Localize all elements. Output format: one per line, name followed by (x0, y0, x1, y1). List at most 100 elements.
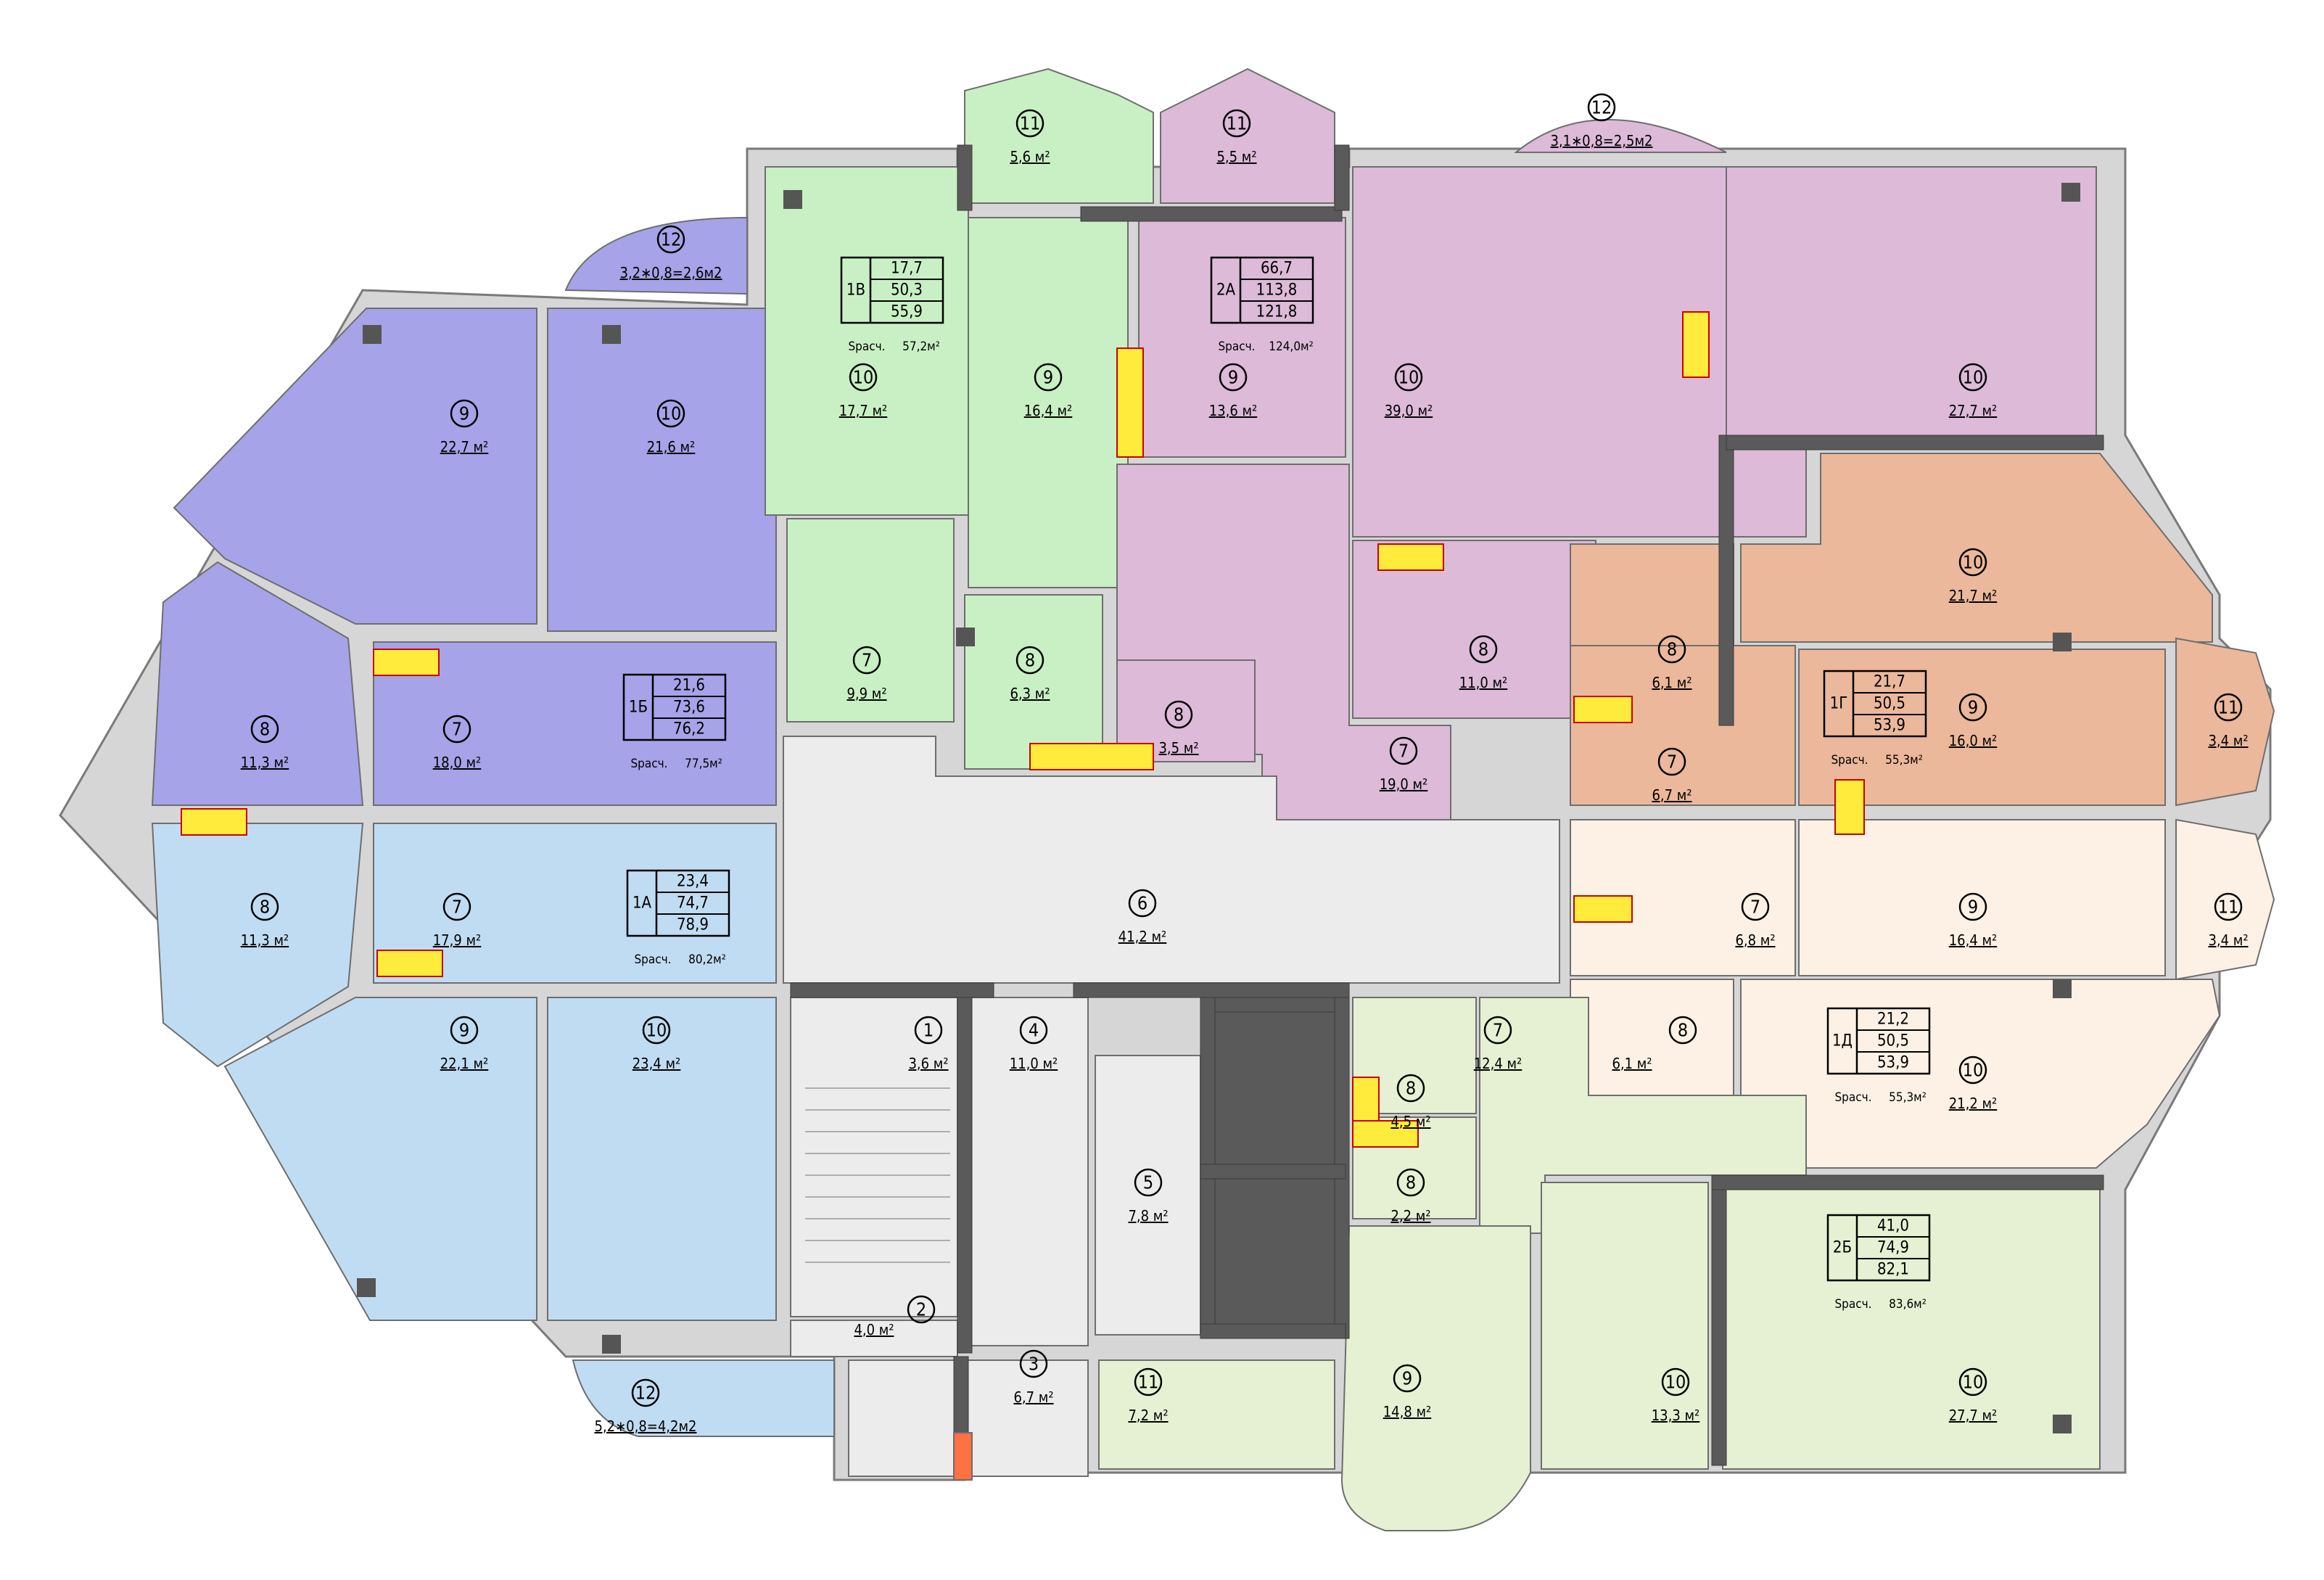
room-area: 9,9 м² (846, 685, 886, 702)
calc-area-value: 77,5м² (685, 757, 722, 771)
room-common-4 (968, 997, 1089, 1346)
room-2B-9 (1340, 1225, 1531, 1531)
room-number: 1 (923, 1020, 934, 1041)
room-label: 811,3 м² (241, 715, 289, 771)
room-2A-11 (1160, 67, 1335, 204)
apartment-area-value: 74,9 (1877, 1239, 1909, 1257)
room-label: 719,0 м² (1380, 736, 1428, 793)
room-number: 8 (1025, 650, 1035, 671)
room-label: 82,2 м² (1390, 1168, 1431, 1225)
room-number: 12 (635, 1383, 656, 1404)
room-area: 16,4 м² (1024, 402, 1073, 419)
room-1G-10 (1740, 453, 2213, 643)
room-area: 16,4 м² (1949, 931, 1998, 949)
room-number-circle (250, 892, 279, 921)
apartment-label: 1Г (1830, 695, 1848, 713)
room-label: 86,1 м² (1612, 1016, 1697, 1072)
room-number: 8 (260, 719, 270, 740)
apartment-area-value: 82,1 (1877, 1261, 1909, 1279)
room-number: 6 (1137, 893, 1147, 914)
calc-area-value: 83,6м² (1889, 1297, 1927, 1312)
room-area: 13,6 м² (1209, 402, 1258, 419)
room-number: 10 (853, 367, 874, 388)
calc-area-value: 57,2м² (902, 340, 940, 354)
room-label: 9 16,4 м² (1949, 892, 1998, 949)
apartment-2A (1116, 67, 2097, 828)
room-number-circle (1958, 693, 1987, 722)
room-area: 21,6 м² (647, 438, 696, 456)
apartment-area-value: 76,2 (673, 720, 705, 738)
room-area: 5,6 м² (1010, 148, 1050, 165)
room-label: 9 16,4 м² (1024, 363, 1073, 419)
room-number: 9 (1402, 1368, 1412, 1389)
room-number-circle (656, 399, 685, 428)
room-number: 5 (1143, 1172, 1153, 1193)
room-1A-7 (373, 823, 777, 984)
room-area: 3,4 м² (2208, 732, 2248, 749)
room-label: 113,4 м² (2208, 693, 2249, 749)
room-label: 13,6 м² (908, 1016, 949, 1072)
room-area: 14,8 м² (1383, 1403, 1432, 1420)
room-area: 11,0 м² (1010, 1055, 1058, 1072)
apartment-area-value: 50,5 (1874, 695, 1905, 713)
room-area: 21,2 м² (1949, 1095, 1998, 1112)
room-number: 8 (1406, 1172, 1416, 1193)
apartment-label: 1В (846, 281, 865, 300)
room-number: 4 (1029, 1020, 1039, 1041)
room-number-circle (1483, 1016, 1512, 1045)
room-number: 9 (459, 403, 469, 424)
room-2B-11 (1098, 1359, 1335, 1470)
room-area: 18,0 м² (433, 754, 482, 771)
room-number-circle (250, 715, 279, 744)
calc-area-label: Sрасч. (1831, 753, 1868, 768)
room-label: 922,1 м² (440, 1016, 488, 1072)
room-label: 4 11,0 м² (1010, 1016, 1058, 1072)
room-number: 8 (1678, 1020, 1688, 1041)
room-number: 8 (1478, 639, 1488, 660)
apartment-1V (765, 67, 1154, 770)
common-areas (783, 736, 1560, 1477)
room-number: 9 (1968, 897, 1978, 918)
room-label: 913,6 м² (1209, 363, 1258, 419)
room-number: 9 (1043, 367, 1053, 388)
room-number-circle (1657, 635, 1686, 664)
room-number-circle (849, 363, 878, 392)
room-number: 7 (1750, 897, 1760, 918)
room-1G-11 (2175, 637, 2275, 807)
room-number: 3 (1029, 1354, 1039, 1375)
room-number-circle (1394, 363, 1423, 392)
room-number-circle (2214, 693, 2243, 722)
room-number: 12 (1591, 97, 1612, 118)
room-1V-10 (765, 166, 969, 516)
room-area: 19,0 м² (1380, 775, 1428, 793)
room-label: 115,6 м² (1010, 109, 1050, 165)
room-1D-11 (2175, 818, 2275, 981)
room-area: 41,2 м² (1118, 928, 1167, 945)
room-area: 6,3 м² (1010, 685, 1050, 702)
balcony-1B (564, 216, 748, 295)
calc-area-value: 55,3м² (1889, 1090, 1927, 1105)
room-area: 12,4 м² (1474, 1055, 1522, 1072)
apartment-area-value: 17,7 (891, 260, 923, 278)
room-number-circle (442, 892, 471, 921)
room-number-circle (1019, 1016, 1048, 1045)
room-area: 5,2∗0,8=4,2м2 (595, 1418, 697, 1435)
room-area: 3,4 м² (2208, 931, 2248, 949)
room-number-circle (1396, 1074, 1425, 1103)
room-label: 83,5 м² (1158, 700, 1199, 757)
room-number-circle (1657, 747, 1686, 776)
room-2A-9 (1138, 217, 1346, 458)
core-walls (790, 144, 2104, 1481)
room-number-circle (442, 715, 471, 744)
room-number-circle (1668, 1016, 1697, 1045)
room-area: 17,7 м² (839, 402, 888, 419)
room-number-circle (450, 1016, 479, 1045)
room-1B-8 (151, 561, 364, 806)
